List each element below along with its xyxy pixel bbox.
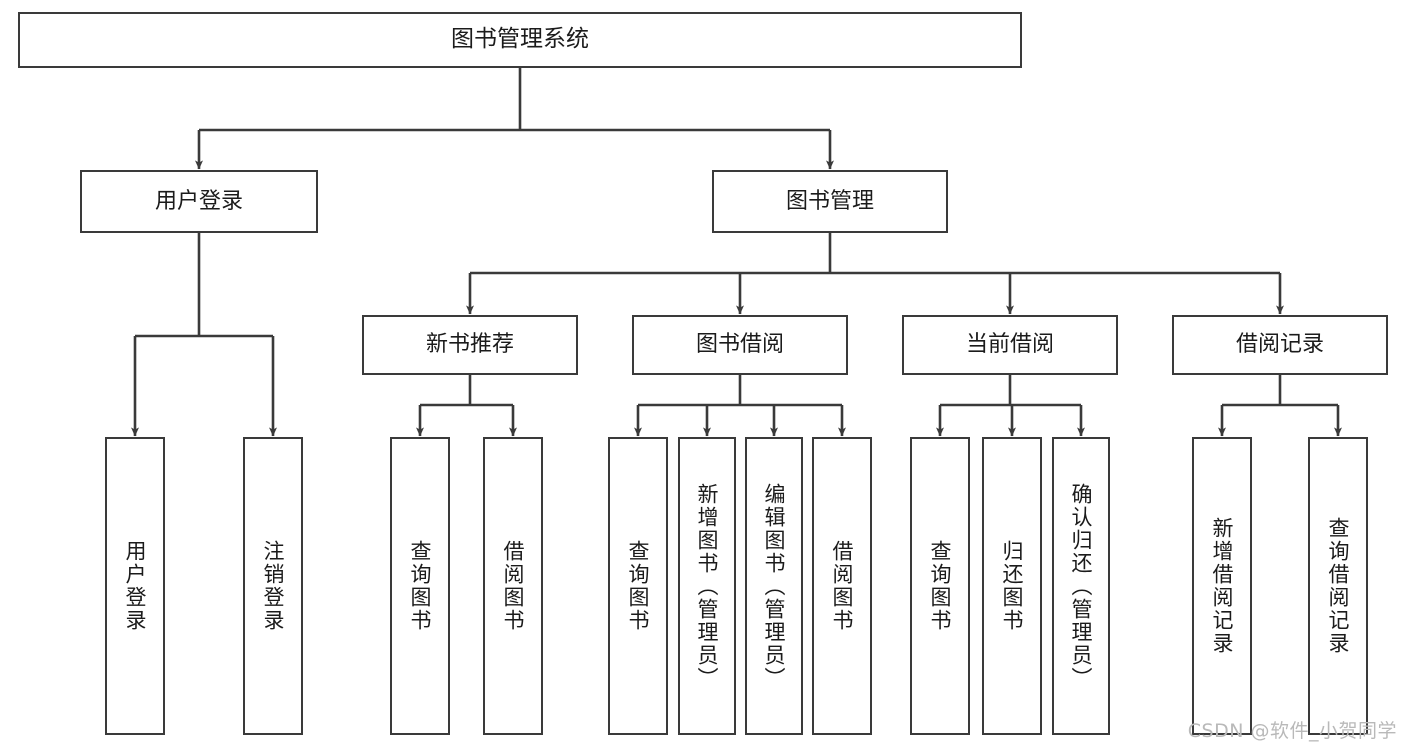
node-borrow-records-label: 借阅记录: [1235, 332, 1324, 358]
leaf-borrow-add-book[interactable]: 新增图书（管理员）: [678, 437, 736, 735]
leaf-newbook-borrow-book[interactable]: 借阅图书: [483, 437, 543, 735]
watermark: CSDN @软件_小贺同学: [1187, 720, 1397, 742]
leaf-borrow-query-book[interactable]: 查询图书: [608, 437, 668, 735]
leaf-records-query-record[interactable]: 查询借阅记录: [1308, 437, 1368, 735]
node-new-book-recommend[interactable]: 新书推荐: [362, 315, 578, 375]
leaf-borrow-lend-book-label: 借阅图书: [830, 540, 855, 632]
node-borrow-records[interactable]: 借阅记录: [1172, 315, 1388, 375]
node-new-book-recommend-label: 新书推荐: [425, 332, 514, 358]
leaf-current-return-book[interactable]: 归还图书: [982, 437, 1042, 735]
leaf-newbook-query-book[interactable]: 查询图书: [390, 437, 450, 735]
leaf-newbook-query-book-label: 查询图书: [408, 540, 433, 632]
leaf-borrow-edit-book[interactable]: 编辑图书（管理员）: [745, 437, 803, 735]
leaf-borrow-lend-book[interactable]: 借阅图书: [812, 437, 872, 735]
leaf-logout-label: 注销登录: [261, 540, 286, 632]
node-current-borrow[interactable]: 当前借阅: [902, 315, 1118, 375]
node-book-management-label: 图书管理: [785, 188, 874, 214]
leaf-borrow-add-book-label: 新增图书（管理员）: [695, 482, 720, 690]
leaf-records-add-record-label: 新增借阅记录: [1210, 517, 1235, 655]
leaf-current-confirm-return-label: 确认归还（管理员）: [1069, 482, 1094, 690]
leaf-newbook-borrow-book-label: 借阅图书: [501, 540, 526, 632]
leaf-current-query-book-label: 查询图书: [928, 540, 953, 632]
node-root-label: 图书管理系统: [451, 26, 589, 53]
leaf-borrow-edit-book-label: 编辑图书（管理员）: [762, 482, 787, 690]
leaf-current-confirm-return[interactable]: 确认归还（管理员）: [1052, 437, 1110, 735]
node-user-login-label: 用户登录: [154, 188, 243, 214]
node-book-borrow-label: 图书借阅: [695, 332, 784, 358]
leaf-records-add-record[interactable]: 新增借阅记录: [1192, 437, 1252, 735]
leaf-user-login-label: 用户登录: [123, 540, 148, 632]
leaf-current-return-book-label: 归还图书: [1000, 540, 1025, 632]
node-root[interactable]: 图书管理系统: [18, 12, 1022, 68]
leaf-user-login[interactable]: 用户登录: [105, 437, 165, 735]
leaf-records-query-record-label: 查询借阅记录: [1326, 517, 1351, 655]
node-book-borrow[interactable]: 图书借阅: [632, 315, 848, 375]
node-user-login[interactable]: 用户登录: [80, 170, 318, 233]
node-book-management[interactable]: 图书管理: [712, 170, 948, 233]
leaf-current-query-book[interactable]: 查询图书: [910, 437, 970, 735]
node-current-borrow-label: 当前借阅: [965, 332, 1054, 358]
leaf-borrow-query-book-label: 查询图书: [626, 540, 651, 632]
leaf-logout[interactable]: 注销登录: [243, 437, 303, 735]
